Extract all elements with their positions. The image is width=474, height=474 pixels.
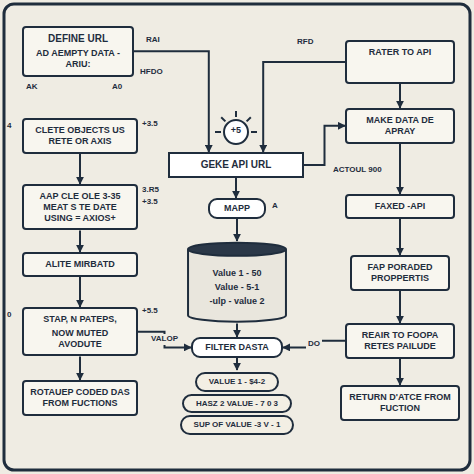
callout-label: +3.5 [142, 198, 158, 207]
flow-arrow [79, 356, 81, 380]
process-box: REAIR TO FOOPA RETES PAILUDE [345, 323, 455, 359]
process-box: FAP PORADED PROPPERTIS [350, 255, 450, 291]
callout-label: HFDO [140, 68, 163, 77]
node-title: MAPP [214, 203, 260, 214]
flow-arrow [236, 358, 238, 370]
cylinder-body [188, 249, 286, 322]
value-band: SUP OF VALUE -3 V - 1 [180, 415, 295, 435]
flow-arrow [399, 359, 401, 385]
callout-label: +5 [226, 126, 246, 136]
callout-label: ACTOUL 900 [333, 166, 382, 175]
value-band: HASZ 2 VALUE - 7 0 3 [182, 394, 292, 414]
edge-label: VALOP [149, 334, 180, 345]
value-stack: VALUE 1 - $4-2HASZ 2 VALUE - 7 0 3SUP OF… [174, 370, 300, 437]
flow-arrow [399, 291, 401, 323]
flow-arrow [79, 277, 81, 307]
flow-arrow [138, 332, 191, 348]
flow-arrow [236, 323, 238, 337]
process-box: MAKE DATA DE APRAY [345, 108, 455, 144]
node-text: Value - 5-1 [192, 282, 282, 293]
callout-label: RAI [146, 36, 160, 45]
process-box: CLETE OBJECTS US RETE OR AXIS [22, 118, 138, 154]
process-box: RATER TO API [345, 40, 455, 84]
node-title: ROTAUEP CODED DAS FROM FUCTIONS [30, 387, 130, 409]
node-title: ALITE MIRBATD [30, 259, 130, 270]
flow-arrow [134, 51, 209, 152]
node-title: CLETE OBJECTS US RETE OR AXIS [30, 125, 130, 147]
node-title: FAP PORADED PROPPERTIS [358, 262, 442, 284]
process-box: ALITE MIRBATD [22, 252, 138, 277]
node-title: REAIR TO FOOPA RETES PAILUDE [353, 330, 447, 352]
callout-label: AK [26, 83, 38, 92]
process-box: RETURN D'ATCE FROM FUCTION [340, 385, 460, 421]
glow-circle [224, 120, 248, 144]
node-text: NOW MUTED AVODUTE [30, 328, 130, 350]
node-title: FAXED -API [353, 201, 447, 212]
value-band: VALUE 1 - $4-2 [195, 372, 279, 392]
frame [4, 4, 470, 470]
map-box: MAPP [208, 198, 266, 219]
callout-label: 3.R5 [142, 186, 159, 195]
node-text: AD AEMPTY DATA - ARIU: [30, 48, 126, 70]
callout-label: A0 [112, 83, 122, 92]
flow-arrow [304, 126, 345, 165]
banner-box: GEKE API URL [168, 152, 304, 178]
flow-arrow [399, 219, 401, 255]
process-box: DEFINE URL AD AEMPTY DATA - ARIU: [22, 26, 134, 77]
filter-box: FILTER DASTA [191, 337, 283, 358]
node-text: -ulp - value 2 [192, 296, 282, 307]
node-title: RATER TO API [353, 47, 447, 58]
callout-label: +3.5 [142, 120, 158, 129]
callout-label: RFD [297, 38, 313, 47]
flow-arrow [79, 154, 81, 184]
node-title: DEFINE URL [30, 33, 126, 45]
node-title: FILTER DASTA [197, 342, 277, 353]
cylinder-top [188, 243, 286, 256]
callout-label: A [272, 202, 278, 211]
flow-arrow [236, 219, 238, 241]
callout-label: 4 [7, 122, 11, 131]
callout-label: 0 [7, 311, 11, 320]
process-box: FAXED -API [345, 194, 455, 219]
flow-arrow [399, 84, 401, 108]
process-box: ROTAUEP CODED DAS FROM FUCTIONS [22, 380, 138, 416]
node-title: AAP CLE OLE 3-35 MEAT S TE DATE USING = … [30, 191, 130, 223]
process-box: STAP, N PATEPS, NOW MUTED AVODUTE [22, 307, 138, 356]
database-cylinder: Value 1 - 50 Value - 5-1 -ulp - value 2 [186, 241, 288, 323]
flow-arrow [399, 144, 401, 194]
callout-label: +5.5 [142, 307, 158, 316]
flow-arrow [263, 62, 345, 152]
process-box: AAP CLE OLE 3-35 MEAT S TE DATE USING = … [22, 184, 138, 230]
flow-arrow [79, 230, 81, 252]
edge-label: DO [306, 339, 322, 350]
node-title: STAP, N PATEPS, [30, 314, 130, 325]
node-title: MAKE DATA DE APRAY [353, 115, 447, 137]
node-title: Value 1 - 50 [192, 268, 282, 279]
flow-arrow [235, 178, 237, 198]
node-title: RETURN D'ATCE FROM FUCTION [348, 392, 452, 414]
node-title: GEKE API URL [174, 159, 298, 171]
